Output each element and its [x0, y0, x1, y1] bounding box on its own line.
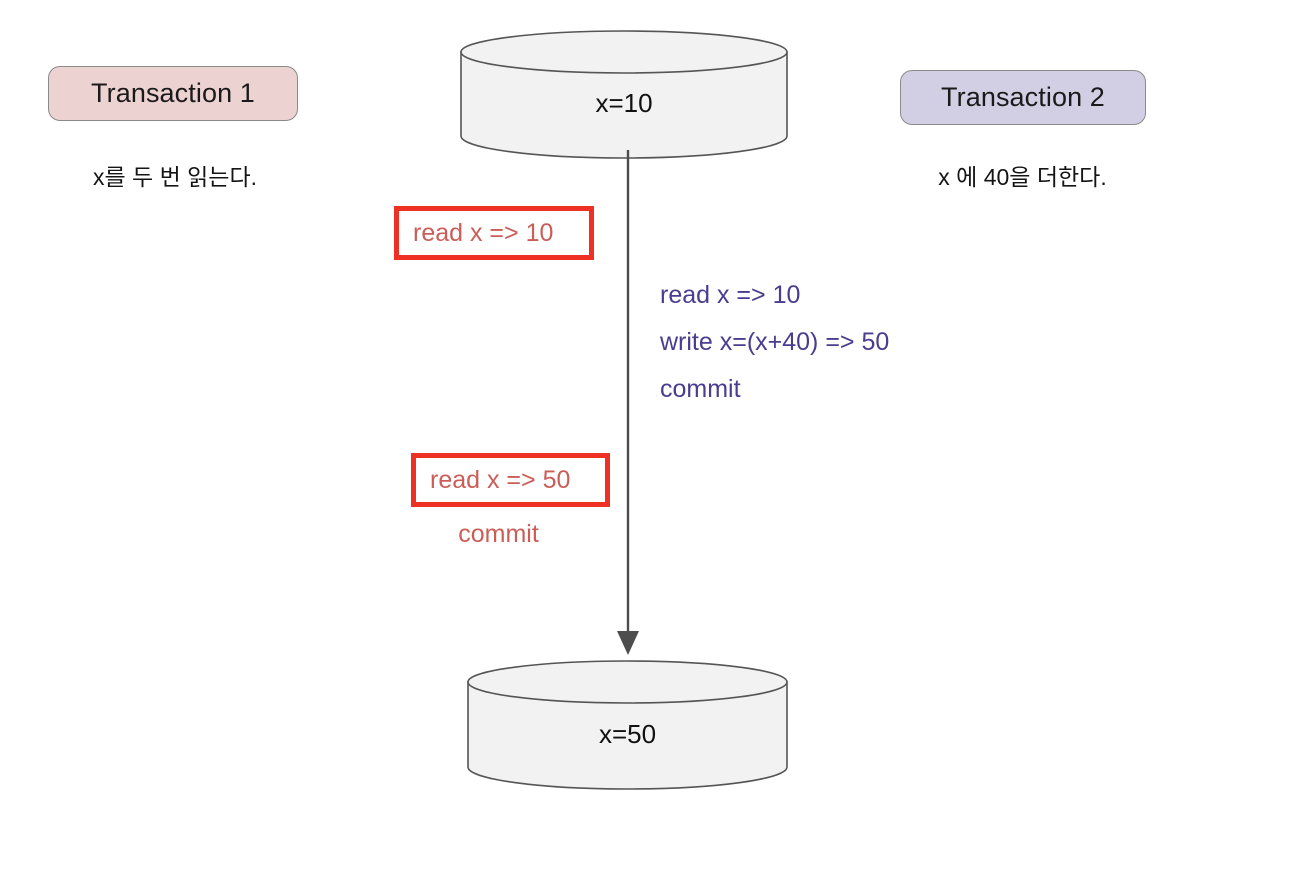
transaction-2-badge-label: Transaction 2 [941, 82, 1105, 112]
database-final-label: x=50 [598, 719, 657, 749]
transaction-1-badge[interactable]: Transaction 1 [48, 66, 298, 121]
timeline-arrow [617, 150, 639, 655]
database-icon [467, 660, 788, 790]
transaction-2-commit-label: commit [660, 375, 741, 403]
transaction-2-badge[interactable]: Transaction 2 [900, 70, 1146, 125]
database-cylinder-final: x=50 [467, 660, 788, 790]
transaction-2-write-label: write x=(x+40) => 50 [660, 328, 890, 356]
transaction-1-commit-label: commit [458, 520, 539, 548]
transaction-1-subtitle: x를 두 번 읽는다. [92, 164, 258, 190]
transaction-2-subtitle: x 에 40을 더한다. [938, 164, 1107, 190]
transaction-2-operations: read x => 10 write x=(x+40) => 50 commit [660, 272, 889, 413]
transaction-1-badge-label: Transaction 1 [91, 78, 255, 108]
transaction-1-read-2-label: read x => 50 [430, 465, 571, 494]
database-cylinder-initial: x=10 [460, 30, 788, 159]
transaction-1-read-1-label: read x => 10 [413, 218, 554, 247]
transaction-2-read-label: read x => 10 [660, 281, 801, 309]
transaction-1-read-1-box: read x => 10 [394, 206, 594, 260]
transaction-1-read-2-box: read x => 50 [411, 453, 610, 507]
database-initial-label: x=10 [595, 88, 653, 118]
database-icon [460, 30, 788, 159]
